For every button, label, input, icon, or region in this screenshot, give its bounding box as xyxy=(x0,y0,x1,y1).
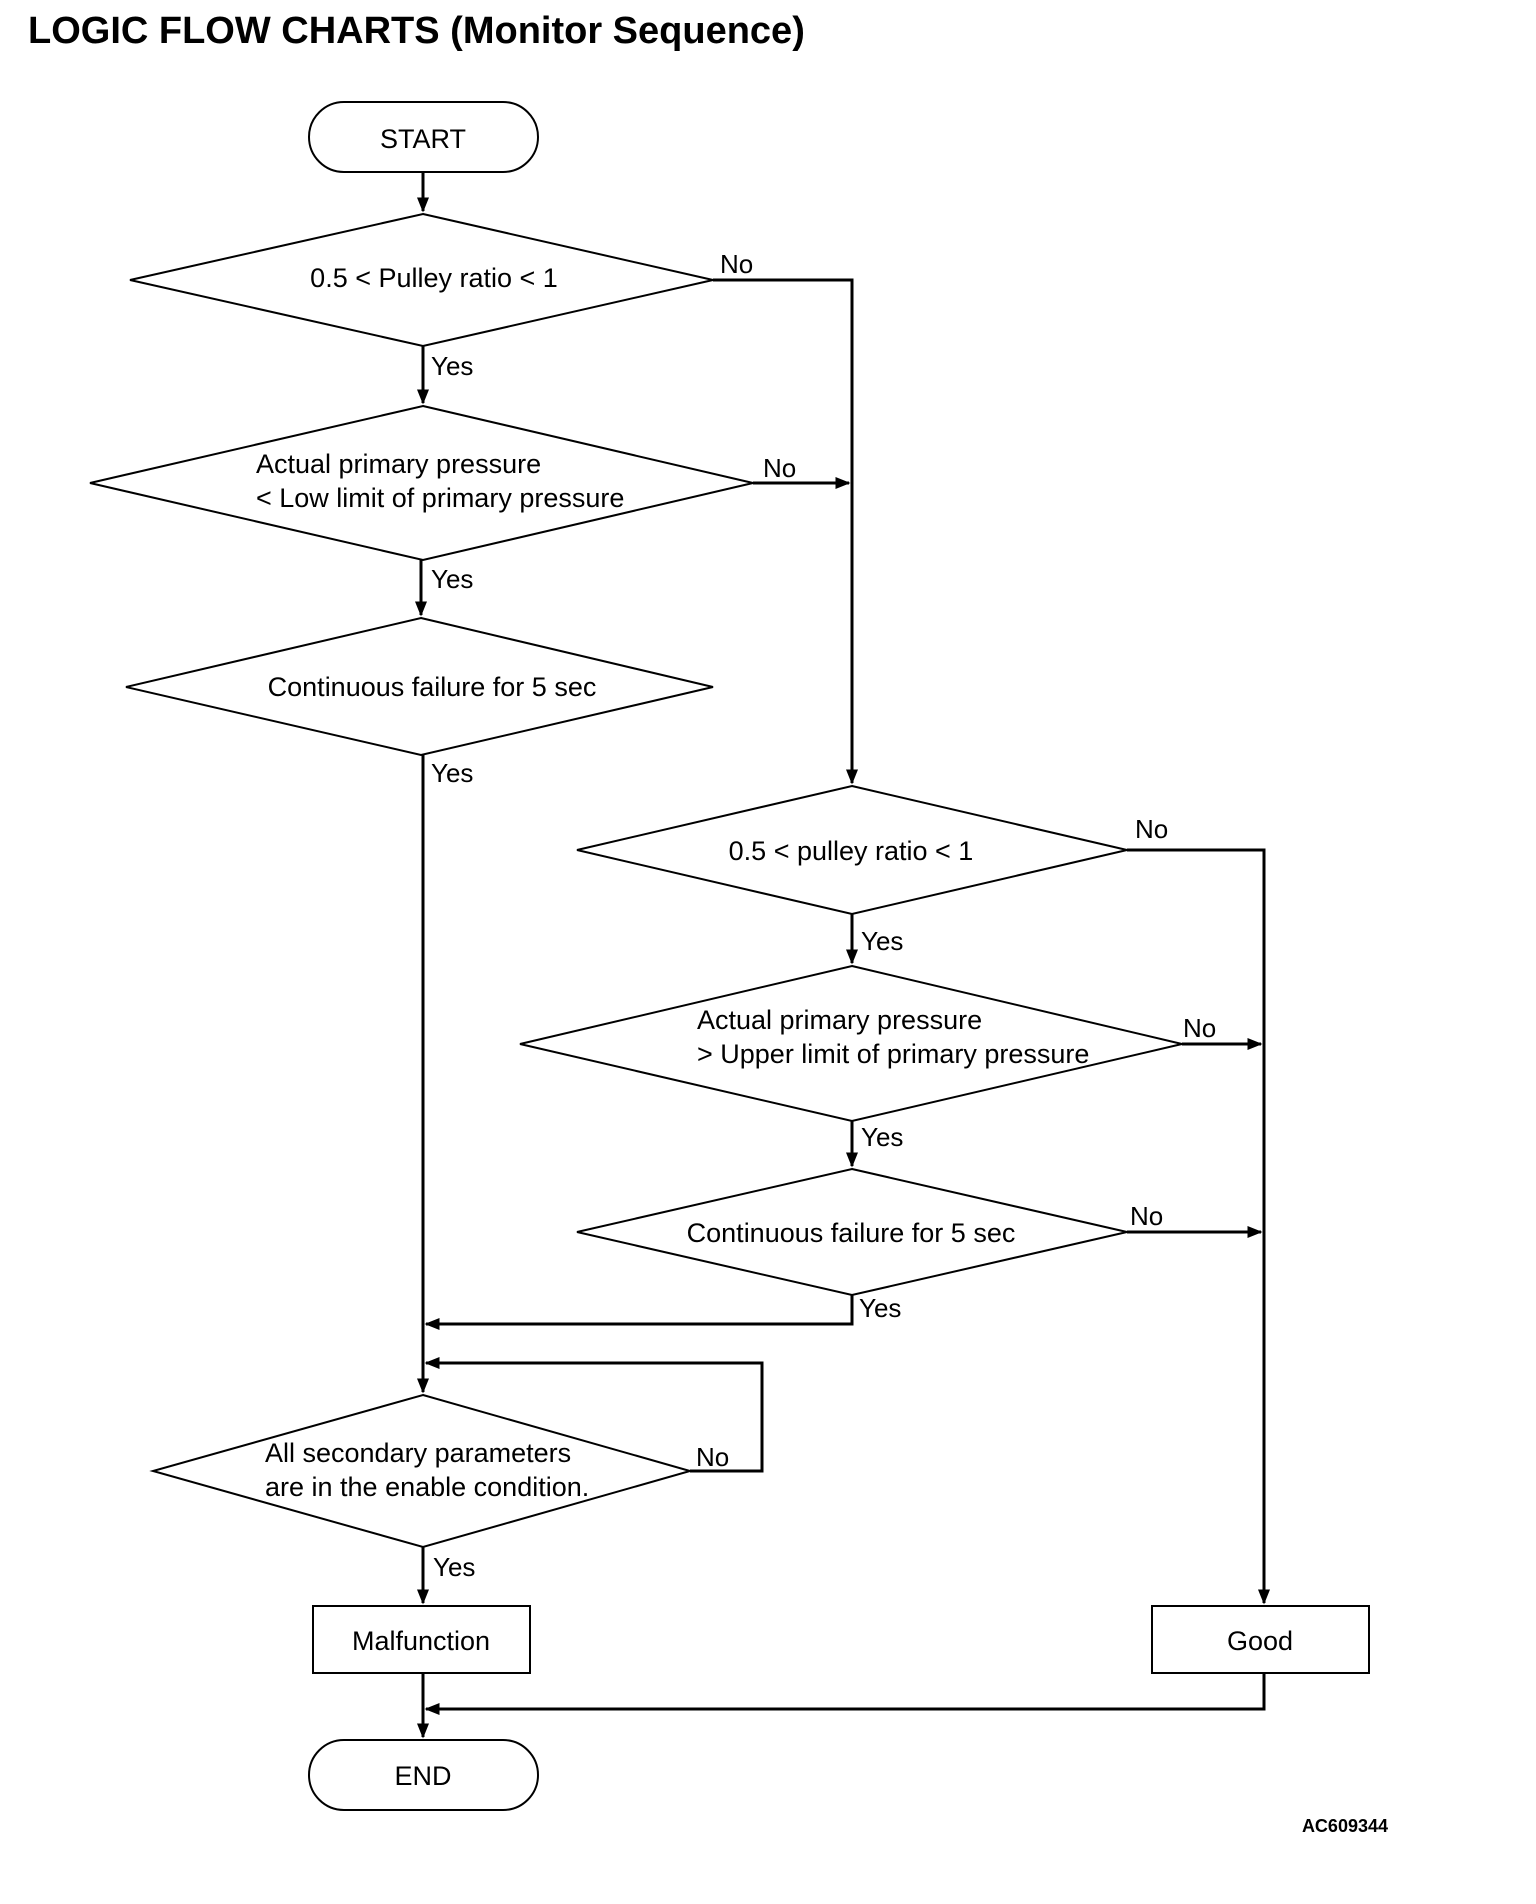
branch-yes-label: Yes xyxy=(431,351,473,381)
decision-pulley-ratio-1-label: 0.5 < Pulley ratio < 1 xyxy=(310,263,558,293)
branch-no-label: No xyxy=(720,249,753,279)
flow-yes-to-main-line xyxy=(424,1295,854,1330)
decision-upper-pressure-line-1: Actual primary pressure xyxy=(697,1005,982,1035)
flow-good-to-end xyxy=(424,1673,1266,1715)
branch-no-label: No xyxy=(696,1442,729,1472)
good-box xyxy=(1151,1605,1370,1674)
decision-continuous-failure-1 xyxy=(125,616,714,757)
branch-yes-label: Yes xyxy=(861,1122,903,1152)
decision-continuous-failure-2-label: Continuous failure for 5 sec xyxy=(687,1218,1016,1248)
branch-yes-label: Yes xyxy=(859,1293,901,1323)
end-terminator xyxy=(308,1739,539,1811)
decision-low-pressure-line-2: < Low limit of primary pressure xyxy=(256,483,624,513)
flow-no-to-pulley-ratio-2 xyxy=(713,278,858,785)
flow-no-loop-secondary xyxy=(424,1357,764,1473)
branch-no-label: No xyxy=(763,453,796,483)
page-title: LOGIC FLOW CHARTS (Monitor Sequence) xyxy=(28,10,805,52)
good-label: Good xyxy=(1227,1626,1293,1656)
decision-secondary-line-2: are in the enable condition. xyxy=(265,1472,589,1502)
malfunction-label: Malfunction xyxy=(352,1626,490,1656)
decision-upper-pressure-line-2: > Upper limit of primary pressure xyxy=(697,1039,1089,1069)
branch-no-label: No xyxy=(1135,814,1168,844)
branch-yes-label: Yes xyxy=(431,564,473,594)
end-label: END xyxy=(394,1761,451,1791)
decision-pulley-ratio-2-label: 0.5 < pulley ratio < 1 xyxy=(729,836,974,866)
branch-yes-label: Yes xyxy=(431,758,473,788)
decision-low-pressure xyxy=(89,404,754,562)
decision-low-pressure-line-1: Actual primary pressure xyxy=(256,449,541,479)
figure-code: AC609344 xyxy=(1302,1816,1388,1836)
decision-secondary-line-1: All secondary parameters xyxy=(265,1438,571,1468)
flow-no-to-good xyxy=(1127,848,1270,1605)
branch-no-label: No xyxy=(1183,1013,1216,1043)
branch-no-label: No xyxy=(1130,1201,1163,1231)
decision-continuous-failure-1-label: Continuous failure for 5 sec xyxy=(268,672,597,702)
malfunction-box xyxy=(312,1605,531,1674)
decision-secondary-parameters xyxy=(149,1393,694,1549)
start-label: START xyxy=(380,124,466,154)
branch-yes-label: Yes xyxy=(433,1552,475,1582)
branch-yes-label: Yes xyxy=(861,926,903,956)
